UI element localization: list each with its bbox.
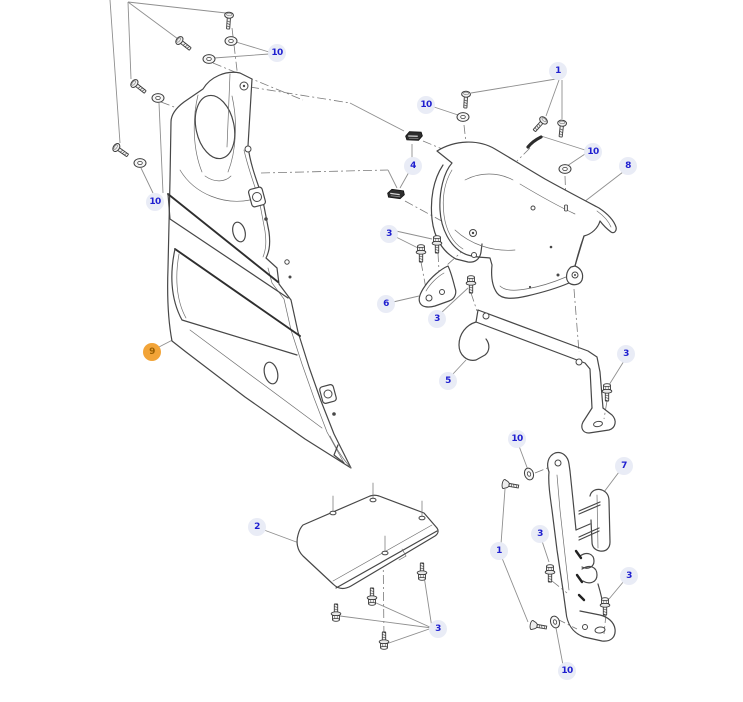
part-tall-bracket[interactable] [547, 451, 616, 642]
part-side-panel[interactable] [167, 71, 352, 469]
callout-screws-tall-bracket[interactable]: 1 [490, 542, 508, 560]
part-upper-cover[interactable] [430, 141, 617, 299]
callout-washer-tall-bracket-bottom[interactable]: 10 [558, 662, 576, 680]
callout-washer-cover-left[interactable]: 10 [417, 96, 435, 114]
callout-washers-top-left[interactable]: 10 [268, 44, 286, 62]
callout-screws-cover[interactable]: 1 [549, 62, 567, 80]
callout-mounting-plate[interactable]: 2 [248, 518, 266, 536]
callout-washer-tall-bracket-top[interactable]: 10 [508, 430, 526, 448]
leader-lines [109, 0, 625, 666]
callout-tall-bracket[interactable]: 7 [615, 457, 633, 475]
part-small-bracket[interactable] [418, 265, 457, 308]
callout-bolt-support-left[interactable]: 3 [428, 310, 446, 328]
fasteners-cover [456, 90, 572, 212]
callout-clips[interactable]: 4 [404, 157, 422, 175]
callout-small-bracket[interactable]: 6 [377, 295, 395, 313]
callout-bolt-tall-bracket-right[interactable]: 3 [620, 567, 638, 585]
callout-cover[interactable]: 8 [619, 157, 637, 175]
callout-bolt-tall-bracket-mid[interactable]: 3 [531, 525, 549, 543]
plate-studs [329, 482, 426, 556]
callout-side-panel[interactable]: 9 [143, 343, 161, 361]
callout-washers-left[interactable]: 10 [146, 193, 164, 211]
spacer [526, 135, 543, 149]
callout-bolt-support-right[interactable]: 3 [617, 345, 635, 363]
part-mounting-plate[interactable] [296, 482, 439, 590]
callout-bolts-plate[interactable]: 3 [429, 620, 447, 638]
callout-bolts-small-bracket[interactable]: 3 [380, 225, 398, 243]
screw-tip [564, 204, 568, 212]
part-support-bracket[interactable] [458, 309, 616, 434]
callout-washer-cover-right[interactable]: 10 [584, 143, 602, 161]
callout-support-bracket[interactable]: 5 [439, 372, 457, 390]
cowl-opening [194, 94, 236, 160]
